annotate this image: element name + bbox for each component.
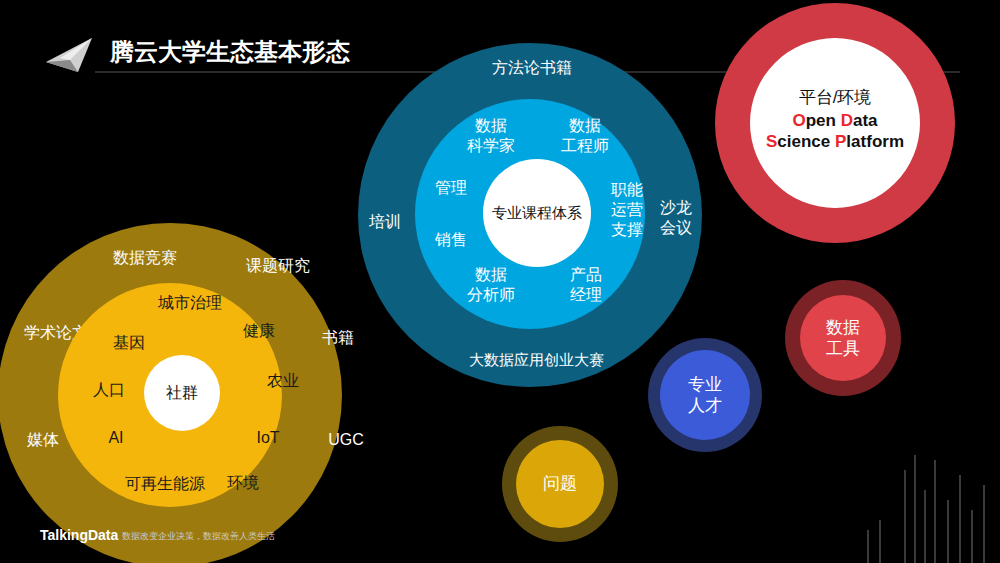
circle-shape	[785, 280, 901, 396]
brand-logo-text: TalkingData	[40, 527, 118, 543]
node-label: 环境	[227, 473, 259, 493]
skyline-decoration	[868, 455, 984, 563]
node-label: 农业	[267, 371, 299, 391]
node-label: 平台/环境	[799, 87, 872, 108]
inner-ring: 数据 科学家 数据 工程师管理销售 职能 运营 支撑数据 分析师 产品 经理 专业课程体…	[415, 99, 645, 329]
node-label: AI	[108, 428, 123, 448]
inner-ring: 城市治理基因健康人口农业AIIoT可再生能源环境社群	[58, 283, 282, 507]
node-label: 社群	[166, 383, 198, 403]
node-label: UGC	[328, 430, 364, 450]
node-label: 大数据应用创业大赛	[469, 351, 604, 370]
node-label: 沙龙 会议	[658, 198, 693, 238]
center-circle: 社群	[144, 355, 220, 431]
node-label: 数据 科学家	[467, 116, 515, 156]
node-label: 产品 经理	[568, 265, 603, 305]
node-label: 书籍	[322, 328, 354, 348]
node-label: 问题	[543, 473, 577, 494]
node-label: 人口	[93, 380, 125, 400]
outer-ring: 数据竞赛课题研究学术论文书籍媒体UGC城市治理基因健康人口农业AIIoT可再生能…	[0, 223, 342, 563]
node-label: 专业课程体系	[492, 204, 582, 223]
node-label: Open Data Science Platform	[762, 110, 908, 153]
node-label: 销售	[435, 230, 467, 250]
center-circle: 专业课程体系	[483, 159, 591, 267]
node-label: 健康	[243, 321, 275, 341]
talent-circle: 专业 人才	[648, 338, 762, 452]
circle-shape	[648, 338, 762, 452]
slogan: 数据改变企业决策，数据改善人类生活	[122, 530, 275, 543]
node-label: 方法论书籍	[492, 58, 572, 78]
node-label: 数据竞赛	[113, 248, 177, 268]
title: 腾云大学生态基本形态	[110, 36, 350, 68]
logo-icon	[46, 38, 92, 72]
node-label: 职能 运营 支撑	[609, 180, 644, 240]
node-label: 数据 工程师	[561, 116, 609, 156]
node-label: 培训	[369, 212, 401, 232]
node-label: 城市治理	[158, 293, 222, 313]
node-label: 课题研究	[246, 256, 310, 276]
platform-circle: 平台/环境Open Data Science Platform	[715, 3, 955, 243]
tool-circle: 数据 工具	[785, 280, 901, 396]
node-label: IoT	[256, 428, 279, 448]
node-label: 媒体	[27, 430, 59, 450]
node-label: 数据 分析师	[467, 265, 515, 305]
node-label: 数据 工具	[824, 317, 861, 360]
node-label: 管理	[435, 178, 467, 198]
problem-circle: 问题	[502, 426, 618, 542]
node-label: 专业 人才	[686, 374, 723, 417]
outer-ring: 方法论书籍培训 沙龙 会议大数据应用创业大赛 数据 科学家 数据 工程师管理销售 职能 …	[358, 43, 702, 387]
node-label: 基因	[113, 333, 145, 353]
node-label: 可再生能源	[125, 474, 205, 494]
